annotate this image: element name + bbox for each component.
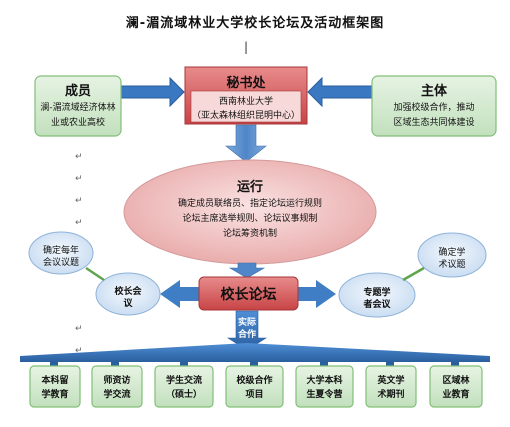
secretariat-line1: 西南林业大学 [218, 97, 273, 107]
arrow-operation-to-forum [228, 262, 266, 279]
activity-box [91, 365, 143, 408]
cursor-mark: | [244, 40, 249, 54]
forum-label: 校长论坛 [220, 287, 277, 303]
paragraph-mark: ↵ [75, 218, 83, 228]
distribution-bar [20, 343, 490, 362]
activity-box [365, 365, 417, 408]
expert-meeting-line2: 者会议 [363, 300, 391, 310]
activity-line2: 生夏令营 [306, 390, 343, 400]
activity-box [225, 365, 284, 408]
annual-topic-line2: 会议议题 [42, 258, 79, 268]
activity-line2: 业教育 [442, 390, 470, 400]
forum-box [198, 276, 299, 311]
activity-line1: 本科留 [41, 376, 69, 386]
activity-line2: 术期刊 [377, 390, 405, 400]
academic-topic-line2: 术议题 [438, 260, 466, 270]
page-title: 澜-湄流域林业大学校长论坛及活动框架图 [125, 16, 385, 31]
activity-box [154, 365, 214, 408]
expert-meeting-ellipse [338, 272, 416, 318]
activity-line2: 学交流 [103, 390, 131, 400]
paragraph-mark: ↵ [75, 152, 83, 162]
members-line2: 业或农业高校 [50, 118, 105, 128]
purpose-line2: 区域生态共同体建设 [393, 118, 475, 128]
operation-line: 论坛筹资机制 [222, 229, 277, 239]
purpose-box [371, 75, 497, 137]
connector-presidents-to-annual-topic [85, 266, 105, 282]
academic-topic-line1: 确定学 [438, 248, 466, 258]
secretariat-body [190, 90, 302, 123]
activity-line1: 区域林 [442, 376, 470, 386]
arrow-forum-to-expert-meeting [296, 280, 336, 308]
operation-line: 确定成员联络员、指定论坛运行规则 [177, 199, 322, 209]
presidents-meeting-ellipse [95, 272, 161, 316]
purpose-heading: 主体 [420, 84, 447, 99]
operation-heading: 运行 [236, 180, 263, 195]
activity-line1: 师资访 [103, 376, 131, 386]
secretariat-line2: （亚太森林组织昆明中心） [191, 111, 300, 121]
presidents-meeting-line2: 议 [123, 299, 133, 309]
cooperation-line1: 实际 [237, 318, 256, 328]
secretariat-heading: 秘书处 [226, 76, 266, 91]
arrow-purpose-to-secretariat [307, 76, 373, 108]
paragraph-mark: ↵ [75, 174, 83, 184]
arrow-members-to-secretariat [119, 76, 185, 108]
expert-meeting-line1: 专题学 [363, 288, 391, 298]
connector-expert-to-academic-topic [402, 266, 425, 282]
operation-line: 论坛主席选举规则、论坛议事规制 [182, 214, 318, 224]
members-line1: 澜-湄流域经济体林 [40, 103, 116, 113]
activity-box [429, 365, 483, 408]
annual-topic-ellipse [28, 231, 94, 275]
academic-topic-ellipse [417, 232, 487, 278]
cooperation-line2: 合作 [237, 330, 256, 340]
paragraph-mark: ↵ [75, 324, 83, 334]
arrow-forum-to-presidents-meeting [160, 280, 200, 308]
activity-line2: 项目 [245, 390, 264, 400]
annual-topic-line1: 确定每年 [42, 246, 79, 256]
activity-line1: 学生交流 [165, 376, 202, 386]
paragraph-mark: ↵ [75, 346, 83, 356]
purpose-line1: 加强校级合作，推动 [393, 103, 475, 113]
activity-line1: 大学本科 [306, 376, 343, 386]
activity-line1: 校级合作 [236, 376, 273, 386]
paragraph-mark: ↵ [75, 196, 83, 206]
members-heading: 成员 [64, 84, 91, 99]
members-box [34, 75, 122, 137]
presidents-meeting-line1: 校长会 [114, 287, 142, 297]
activity-line2: 学教育 [41, 390, 69, 400]
activity-line1: 英文学 [377, 376, 405, 386]
activity-box [29, 365, 81, 408]
arrow-secretariat-to-operation [225, 124, 267, 163]
activity-line2: （硕士） [165, 390, 202, 400]
activity-box [295, 365, 354, 408]
